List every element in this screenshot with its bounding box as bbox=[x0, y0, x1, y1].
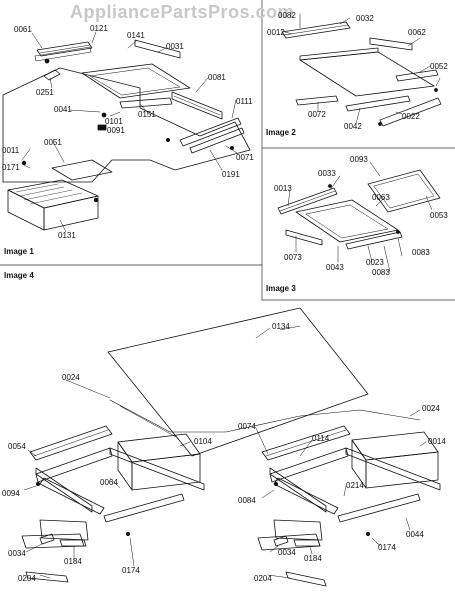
callout-0084: 0084 bbox=[238, 496, 256, 505]
callout-0042: 0042 bbox=[344, 122, 362, 131]
image3-drawing bbox=[277, 161, 441, 273]
callout-0071: 0071 bbox=[236, 153, 254, 162]
callout-0131: 0131 bbox=[58, 231, 76, 240]
callout-0082: 0082 bbox=[278, 11, 296, 20]
callout-0101: 0101 bbox=[105, 117, 123, 126]
image1-title: Image 1 bbox=[4, 247, 34, 256]
callout-0073: 0073 bbox=[284, 253, 302, 262]
callout-0012: 0012 bbox=[267, 28, 285, 37]
callout-0024-right: 0024 bbox=[422, 404, 440, 413]
callout-0174-left: 0174 bbox=[122, 566, 140, 575]
callout-0093: 0093 bbox=[350, 155, 368, 164]
callout-0014: 0014 bbox=[428, 437, 446, 446]
callout-0074: 0074 bbox=[238, 422, 256, 431]
callout-0204-right: 0204 bbox=[254, 574, 272, 583]
callout-0043: 0043 bbox=[326, 263, 344, 272]
callout-0083-right: 0083 bbox=[412, 248, 430, 257]
image2-drawing bbox=[281, 13, 442, 127]
callout-0184-left: 0184 bbox=[64, 557, 82, 566]
callout-0121: 0121 bbox=[90, 24, 108, 33]
callout-0064: 0064 bbox=[100, 478, 118, 487]
callout-0032: 0032 bbox=[356, 14, 374, 23]
callout-0141: 0141 bbox=[127, 31, 145, 40]
callout-0184-right: 0184 bbox=[304, 554, 322, 563]
callout-0251: 0251 bbox=[36, 88, 54, 97]
callout-0023: 0023 bbox=[366, 258, 384, 267]
callout-0033: 0033 bbox=[318, 169, 336, 178]
callout-0083-bottom: 0083 bbox=[372, 268, 390, 277]
image4-title: Image 4 bbox=[4, 271, 34, 280]
image3-title: Image 3 bbox=[266, 284, 296, 293]
callout-0034-left: 0034 bbox=[8, 549, 26, 558]
callout-0081: 0081 bbox=[208, 73, 226, 82]
image2-title: Image 2 bbox=[266, 128, 296, 137]
callout-0041: 0041 bbox=[54, 105, 72, 114]
callout-0072: 0072 bbox=[308, 110, 326, 119]
callout-0063: 0063 bbox=[372, 193, 390, 202]
callout-0204-left: 0204 bbox=[18, 574, 36, 583]
callout-0091: 0091 bbox=[107, 126, 125, 135]
callout-0013: 0013 bbox=[274, 184, 292, 193]
callout-0061: 0061 bbox=[14, 25, 32, 34]
callout-0111: 0111 bbox=[236, 97, 253, 106]
callout-0214: 0214 bbox=[346, 481, 364, 490]
panel-frames bbox=[0, 0, 455, 301]
callout-0034-right: 0034 bbox=[278, 548, 296, 557]
callout-0011: 0011 bbox=[2, 146, 20, 155]
callout-0094: 0094 bbox=[2, 489, 20, 498]
image4-drawing bbox=[21, 307, 441, 587]
callout-0053: 0053 bbox=[430, 211, 448, 220]
callout-0022: 0022 bbox=[402, 112, 420, 121]
callout-0151: 0151 bbox=[138, 110, 156, 119]
callout-0174-right: 0174 bbox=[378, 543, 396, 552]
callout-0191: 0191 bbox=[222, 170, 240, 179]
callout-0134: 0134 bbox=[272, 322, 290, 331]
watermark-text: AppliancePartsPros.com bbox=[70, 2, 295, 22]
callout-0104: 0104 bbox=[194, 437, 212, 446]
callout-0171: 0171 bbox=[2, 163, 20, 172]
callout-0024-left: 0024 bbox=[62, 373, 80, 382]
callout-0031: 0031 bbox=[166, 42, 184, 51]
callout-0054: 0054 bbox=[8, 442, 26, 451]
image1-drawing bbox=[2, 31, 251, 233]
callout-0114: 0114 bbox=[312, 434, 330, 443]
callout-0062: 0062 bbox=[408, 28, 426, 37]
callout-0044: 0044 bbox=[406, 530, 424, 539]
callout-0052: 0052 bbox=[430, 62, 448, 71]
callout-0051: 0051 bbox=[44, 138, 62, 147]
